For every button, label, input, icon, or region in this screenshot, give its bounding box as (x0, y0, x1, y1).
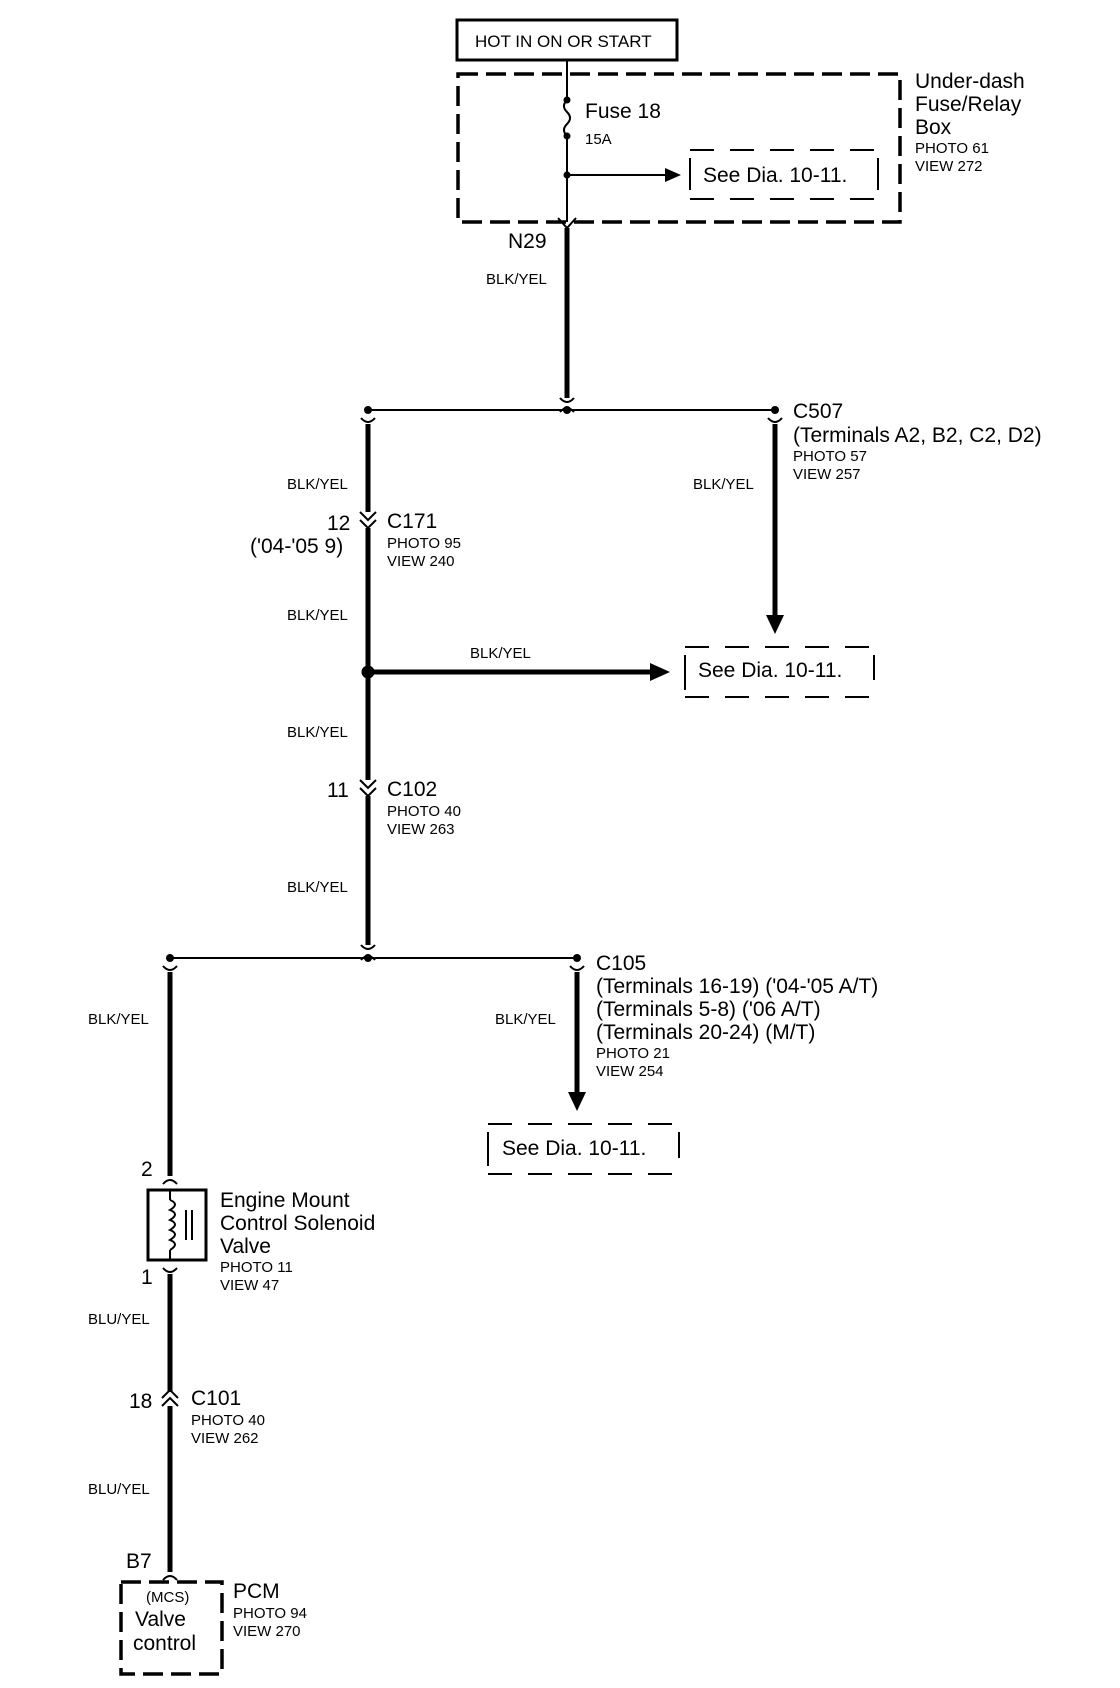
c105-name: C105 (596, 952, 646, 975)
pcm-mcs: (MCS) (146, 1589, 189, 1606)
wire-color-solenoid-feed: BLK/YEL (88, 1011, 149, 1028)
c102-connector-icon (359, 779, 377, 798)
fuse-box-view: VIEW 272 (915, 158, 983, 175)
c171-pin: 12 (327, 512, 350, 535)
fuse-branch-arrow (665, 168, 681, 182)
c105-connector-icon (569, 965, 585, 971)
c171-pin-alt: ('04-'05 9) (250, 535, 343, 558)
fuse-box-name-3: Box (915, 116, 952, 139)
c102-view: VIEW 263 (387, 821, 455, 838)
c105-line-1: (Terminals 16-19) ('04-'05 A/T) (596, 975, 878, 998)
fuse-box-outline (456, 72, 902, 224)
see-ref-3-text: See Dia. 10-11. (502, 1137, 646, 1160)
c102-photo: PHOTO 40 (387, 803, 461, 820)
c102-pin: 11 (327, 779, 349, 802)
solenoid-name-1: Engine Mount (220, 1189, 350, 1212)
c105-photo: PHOTO 21 (596, 1045, 670, 1062)
fuse-box-name-1: Under-dash (915, 70, 1025, 93)
pcm-control: control (133, 1632, 196, 1655)
fuse-box-photo: PHOTO 61 (915, 140, 989, 157)
pcm-photo: PHOTO 94 (233, 1605, 307, 1622)
pcm-valve: Valve (135, 1608, 186, 1631)
c507-view: VIEW 257 (793, 466, 861, 483)
solenoid-photo: PHOTO 11 (220, 1259, 293, 1276)
wire-color-splice: BLK/YEL (470, 645, 531, 662)
solenoid-box (146, 1188, 208, 1262)
bus-1-left-dot (364, 406, 372, 414)
c105-arrow (568, 1092, 586, 1111)
solenoid-bottom-pin-icon (162, 1267, 178, 1273)
c105-view: VIEW 254 (596, 1063, 664, 1080)
c101-name: C101 (191, 1387, 241, 1410)
wire-color-c507: BLK/YEL (693, 476, 754, 493)
solenoid-feed-connector-icon (162, 965, 178, 971)
bus-1-center-dot (563, 406, 571, 414)
solenoid-top-pin-icon (162, 1179, 178, 1185)
c171-photo: PHOTO 95 (387, 535, 461, 552)
left-branch-connector-icon (360, 417, 376, 423)
pcm-pin-icon (162, 1575, 178, 1581)
n29-terminal: N29 (508, 230, 547, 253)
solenoid-name-3: Valve (220, 1235, 271, 1258)
wire-color-c101-lower: BLU/YEL (88, 1481, 150, 1498)
wire-color-c171-upper: BLK/YEL (287, 476, 348, 493)
solenoid-coil-icon (167, 1199, 176, 1251)
c101-photo: PHOTO 40 (191, 1412, 265, 1429)
c101-view: VIEW 262 (191, 1430, 259, 1447)
pcm-name: PCM (233, 1580, 280, 1603)
c507-connector-icon (767, 417, 783, 423)
bus-1-right-dot (771, 406, 779, 414)
solenoid-pin-bottom: 1 (141, 1266, 153, 1289)
c105-line-2: (Terminals 5-8) ('06 A/T) (596, 998, 821, 1021)
hot-label: HOT IN ON OR START (475, 32, 652, 51)
solenoid-name-2: Control Solenoid (220, 1212, 375, 1235)
wire-color-c101-upper: BLU/YEL (88, 1311, 150, 1328)
c507-photo: PHOTO 57 (793, 448, 867, 465)
wire-color-feed: BLK/YEL (486, 271, 547, 288)
fuse-box-name-2: Fuse/Relay (915, 93, 1022, 116)
c102-name: C102 (387, 778, 437, 801)
c105-line-3: (Terminals 20-24) (M/T) (596, 1021, 815, 1044)
pcm-pin: B7 (126, 1550, 152, 1573)
c171-name: C171 (387, 510, 437, 533)
pcm-box (119, 1580, 224, 1676)
c507-name: C507 (793, 400, 843, 423)
bus-2-left-dot (166, 954, 174, 962)
wire-color-c105: BLK/YEL (495, 1011, 556, 1028)
pcm-view: VIEW 270 (233, 1623, 301, 1640)
splice-branch-arrow (650, 663, 670, 681)
bus-2-center-dot (364, 954, 372, 962)
fuse-name: Fuse 18 (585, 100, 661, 123)
bus-2-right-dot (573, 954, 581, 962)
fuse-18-icon (563, 99, 571, 137)
c101-connector-icon (161, 1388, 179, 1407)
wire-color-c102-lower: BLK/YEL (287, 879, 348, 896)
c507-terminals: (Terminals A2, B2, C2, D2) (793, 424, 1042, 447)
solenoid-pin-top: 2 (141, 1158, 153, 1181)
see-ref-2-text: See Dia. 10-11. (698, 659, 842, 682)
see-ref-1-text: See Dia. 10-11. (703, 164, 847, 187)
c171-connector-icon (359, 511, 377, 530)
solenoid-view: VIEW 47 (220, 1277, 279, 1294)
wire-color-c102-upper: BLK/YEL (287, 724, 348, 741)
c507-arrow (766, 615, 784, 634)
c101-pin: 18 (129, 1390, 152, 1413)
wire-color-c171-lower: BLK/YEL (287, 607, 348, 624)
fuse-rating: 15A (585, 131, 612, 148)
c171-view: VIEW 240 (387, 553, 455, 570)
